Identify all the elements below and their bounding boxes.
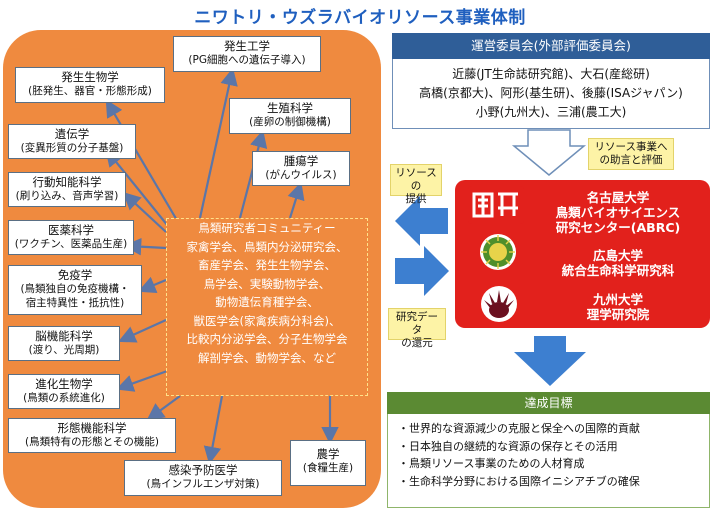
- institution-nagoya: 名古屋大学 鳥類バイオサイエンス 研究センター(ABRC): [530, 190, 706, 235]
- field-name: 腫瘍学: [283, 154, 319, 168]
- field-desc: (刷り込み、音声学習): [15, 190, 119, 202]
- provide-left-arrow: [395, 196, 448, 246]
- goal-item: ・生命科学分野における国際イニシアチブの確保: [398, 474, 640, 488]
- field-immunology: 免疫学 (鳥類独自の免疫機構・ 宿主特異性・抵抗性): [8, 265, 142, 315]
- note-line: 提供: [405, 193, 427, 205]
- field-name: 進化生物学: [35, 377, 93, 391]
- management-committee-members: 近藤(JT生命誌研究館)、大石(産総研) 高橋(京都大)、阿形(基生研)、後藤(…: [392, 59, 710, 129]
- goal-item: ・鳥類リソース事業のための人材育成: [398, 457, 585, 470]
- community-line: 獣医学会(家禽疾病分科会)、: [193, 313, 341, 328]
- field-desc: (鳥類独自の免疫機構・: [20, 283, 130, 295]
- community-line: 解剖学会、動物学会、など: [198, 350, 336, 365]
- institution-line: 統合生命科学研究科: [561, 263, 675, 278]
- community-line: 鳥学会、実験動物学会、: [203, 276, 331, 291]
- goal-item: ・日本独自の継続的な資源の保存とその活用: [398, 439, 618, 453]
- return-right-arrow: [395, 246, 449, 296]
- field-name: 形態機能科学: [57, 421, 127, 435]
- provide-note: リソースの 提供: [390, 164, 442, 205]
- kyushu-logo: [481, 286, 517, 322]
- field-name: 脳機能科学: [35, 329, 93, 343]
- field-behavioral-science: 行動知能科学 (刷り込み、音声学習): [8, 172, 126, 207]
- institution-line: 広島大学: [592, 248, 643, 263]
- note-line: リソースの: [395, 167, 437, 192]
- field-genetics: 遺伝学 (変異形質の分子基盤): [8, 124, 136, 159]
- field-name: 農学: [316, 447, 340, 461]
- field-reproductive-science: 生殖科学 (産卵の制御機構): [229, 98, 351, 134]
- field-name: 発生生物学: [61, 70, 119, 84]
- diagram-title: ニワトリ・ウズラバイオリソース事業体制: [194, 8, 526, 28]
- field-desc: (鳥インフルエンザ対策): [146, 478, 260, 490]
- field-agriculture: 農学 (食糧生産): [290, 440, 366, 486]
- field-oncology: 腫瘍学 (がんウイルス): [252, 151, 350, 186]
- note-line: の助言と評価: [599, 154, 663, 166]
- management-committee-header: 運営委員会(外部評価委員会): [392, 33, 710, 59]
- field-desc: (鳥類特有の形態とその機能): [25, 436, 159, 448]
- community-line: 家禽学会、鳥類内分泌研究会、: [186, 239, 348, 254]
- field-desc-2: 宿主特異性・抵抗性): [25, 297, 125, 309]
- field-desc: (PG細胞への遺伝子導入): [188, 54, 306, 66]
- researcher-community: 鳥類研究者コミュニティー 家禽学会、鳥類内分泌研究会、 畜産学会、発生生物学会、…: [166, 218, 368, 396]
- field-desc: (渡り、光周期): [28, 344, 100, 356]
- institution-line: 理学研究院: [586, 307, 650, 322]
- field-name: 免疫学: [57, 268, 93, 282]
- member-line: 小野(九州大)、三浦(農工大): [475, 105, 627, 119]
- community-line: 鳥類研究者コミュニティー: [198, 221, 336, 235]
- field-desc: (胚発生、器官・形態形成): [28, 85, 152, 97]
- note-line: リソース事業へ: [594, 141, 668, 153]
- community-line: 畜産学会、発生生物学会、: [198, 258, 336, 272]
- field-medical-science: 医薬科学 (ワクチン、医薬品生産): [8, 220, 134, 255]
- field-infection-prevention: 感染予防医学 (鳥インフルエンザ対策): [124, 460, 282, 496]
- hiroshima-logo: [480, 234, 516, 270]
- goals-list: ・世界的な資源減少の克服と保全への国際的貢献 ・日本独自の継続的な資源の保存とそ…: [387, 414, 710, 508]
- field-evolutionary-biology: 進化生物学 (鳥類の系統進化): [8, 374, 120, 409]
- community-line: 比較内分泌学会、分子生物学会: [186, 332, 348, 346]
- goal-item: ・世界的な資源減少の克服と保全への国際的貢献: [398, 422, 640, 435]
- field-developmental-engineering: 発生工学 (PG細胞への遺伝子導入): [173, 36, 321, 72]
- field-name: 発生工学: [224, 39, 270, 53]
- institution-kyushu: 九州大学 理学研究院: [530, 292, 706, 322]
- note-line: の還元: [401, 337, 433, 349]
- field-desc: (ワクチン、医薬品生産): [14, 238, 128, 250]
- field-name: 行動知能科学: [32, 175, 102, 189]
- field-desc: (食糧生産): [302, 462, 354, 474]
- institution-hiroshima: 広島大学 統合生命科学研究科: [530, 248, 706, 278]
- field-desc: (鳥類の系統進化): [23, 392, 105, 404]
- field-morphology: 形態機能科学 (鳥類特有の形態とその機能): [8, 418, 176, 453]
- institution-line: 鳥類バイオサイエンス: [555, 205, 681, 220]
- nagoya-logo: [468, 186, 524, 224]
- member-line: 高橋(京都大)、阿形(基生研)、後藤(ISAジャパン): [419, 86, 683, 100]
- advice-note: リソース事業へ の助言と評価: [588, 138, 674, 170]
- field-developmental-biology: 発生生物学 (胚発生、器官・形態形成): [15, 67, 165, 103]
- institution-line: 名古屋大学: [586, 190, 650, 205]
- field-name: 医薬科学: [48, 223, 94, 237]
- member-line: 近藤(JT生命誌研究館)、大石(産総研): [452, 67, 650, 81]
- goals-header: 達成目標: [387, 392, 710, 414]
- note-line: 研究データ: [396, 311, 438, 336]
- institution-line: 研究センター(ABRC): [555, 220, 681, 235]
- community-line: 動物遺伝育種学会、: [215, 295, 319, 309]
- field-desc: (産卵の制御機構): [249, 116, 331, 128]
- field-desc: (変異形質の分子基盤): [20, 142, 124, 154]
- field-brain-science: 脳機能科学 (渡り、光周期): [8, 326, 120, 361]
- return-note: 研究データ の還元: [388, 308, 446, 349]
- institution-line: 九州大学: [592, 292, 643, 307]
- advice-down-arrow: [511, 129, 587, 176]
- field-name: 生殖科学: [267, 101, 313, 115]
- field-name: 遺伝学: [54, 127, 90, 141]
- field-name: 感染予防医学: [168, 463, 238, 477]
- field-desc: (がんウイルス): [265, 169, 337, 181]
- goals-down-arrow: [514, 336, 586, 386]
